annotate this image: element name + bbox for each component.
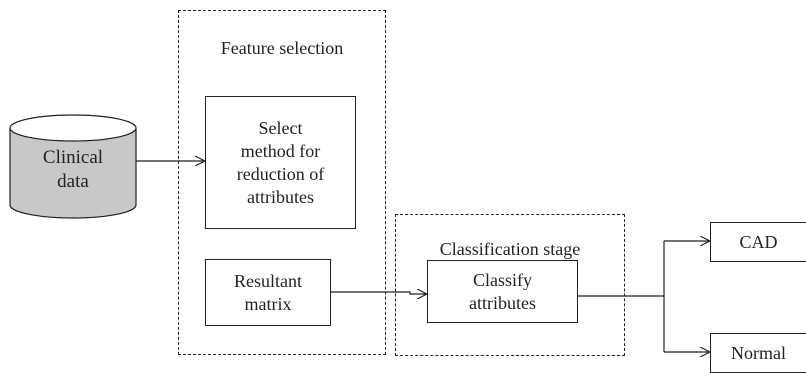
feature-selection-group (178, 10, 386, 355)
resultant-matrix-box: Resultant matrix (205, 259, 331, 326)
classification-stage-title: Classification stage (439, 239, 581, 259)
arrow-matrix-to-classify (330, 292, 426, 294)
resultant-matrix-label: Resultant matrix (234, 270, 302, 314)
normal-output-box: Normal (710, 333, 806, 373)
select-method-label: Select method for reduction of attribute… (236, 117, 325, 207)
clinical-data-label: Clinical data (42, 147, 104, 192)
clinical-data-cylinder (9, 114, 137, 219)
cad-output-label: CAD (739, 232, 778, 252)
cad-output-box: CAD (710, 222, 806, 262)
classify-attributes-label: Classify attributes (469, 269, 536, 313)
select-method-box: Select method for reduction of attribute… (205, 96, 356, 229)
normal-output-label: Normal (731, 343, 786, 363)
classification-stage-group (395, 214, 625, 356)
classify-attributes-box: Classify attributes (427, 260, 578, 323)
feature-selection-title: Feature selection (220, 38, 344, 58)
